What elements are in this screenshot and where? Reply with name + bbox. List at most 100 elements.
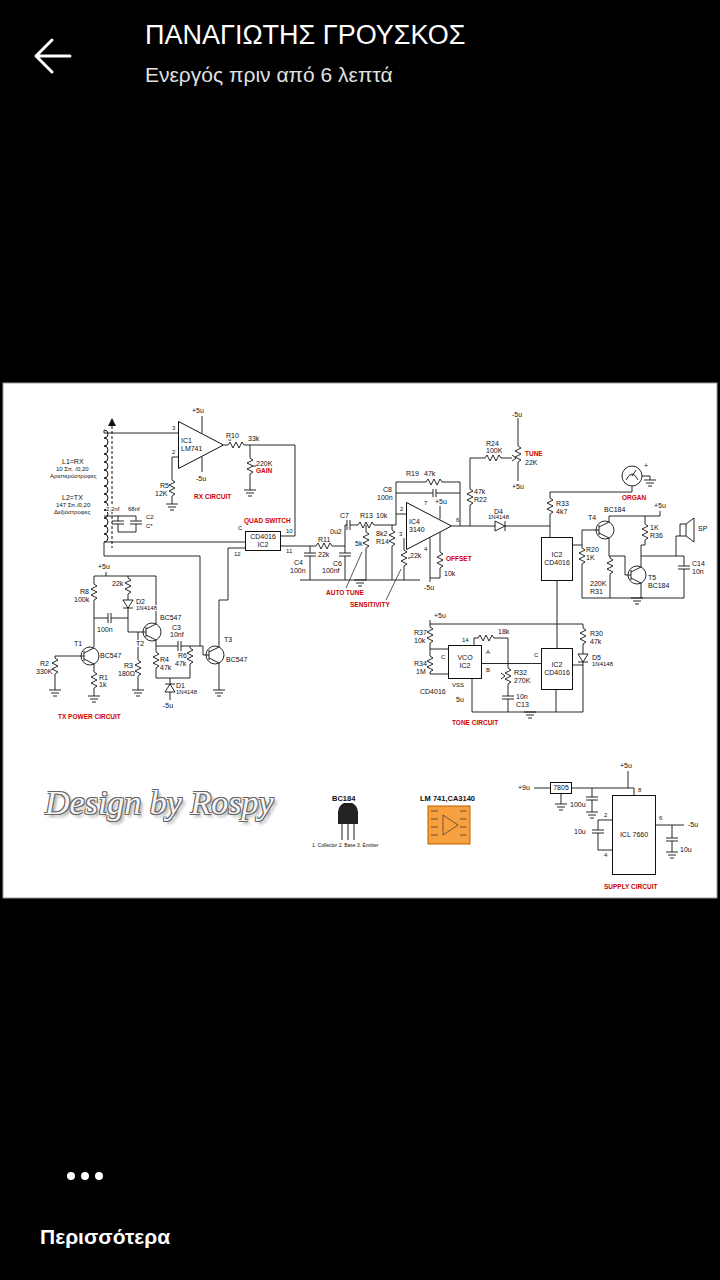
part-label: 5u bbox=[456, 696, 464, 703]
part-label: +5u bbox=[654, 502, 666, 509]
core-arrow bbox=[108, 418, 116, 426]
node-text: IC2 bbox=[552, 551, 563, 559]
part-label: T2 bbox=[136, 640, 144, 647]
part-label: 270K bbox=[514, 677, 530, 684]
pin-label: 8 bbox=[638, 787, 641, 793]
part-label: -5u bbox=[196, 475, 206, 482]
part-label: R30 bbox=[590, 630, 603, 637]
pin-label: 14 bbox=[462, 637, 469, 643]
ic-box: 7805 bbox=[550, 782, 572, 794]
part-label: R36 bbox=[650, 532, 663, 539]
pin-label: C bbox=[534, 652, 538, 658]
part-label: 8k2 bbox=[376, 530, 387, 537]
section-label: TX POWER CIRCUIT bbox=[58, 714, 121, 721]
pin-label: 2 bbox=[172, 449, 175, 455]
part-label: BC547 bbox=[226, 656, 247, 663]
part-label: BC184 bbox=[648, 582, 669, 589]
coil-symbol bbox=[104, 430, 108, 542]
part-label: L1=RX bbox=[62, 458, 84, 465]
node-text: 7805 bbox=[553, 784, 569, 792]
node-text: CD4016 bbox=[250, 533, 276, 541]
pin-label: Δεξιόστροφες bbox=[54, 509, 90, 515]
pin-label: C* bbox=[146, 523, 153, 529]
part-label: 47k bbox=[175, 660, 186, 667]
part-label: +5u bbox=[98, 563, 110, 570]
pin-label: 6 bbox=[659, 815, 662, 821]
pin-label: 6 bbox=[456, 517, 459, 523]
pin-label: 147 Σπ./0,20 bbox=[56, 502, 90, 508]
part-label: 10u bbox=[574, 828, 586, 835]
part-label: 22k bbox=[112, 580, 123, 587]
filter-wires bbox=[281, 418, 550, 582]
node-text: IC4 bbox=[409, 518, 420, 526]
part-label: R20 bbox=[586, 546, 599, 553]
pin-label: 1N4148 bbox=[592, 661, 613, 667]
part-label: 100n bbox=[377, 494, 393, 501]
part-label: C6 bbox=[333, 560, 342, 567]
opamp-triangle: IC1LM741 bbox=[178, 421, 224, 469]
pin-label: C2 bbox=[146, 514, 154, 520]
pin-label: 2 bbox=[604, 812, 607, 818]
part-label: D5 bbox=[592, 654, 601, 661]
part-label: C8 bbox=[383, 486, 392, 493]
part-label: R24 bbox=[486, 440, 499, 447]
pin-label: 68nf bbox=[128, 506, 140, 512]
part-label: 1M bbox=[416, 668, 426, 675]
pin-legend: 1. Collector 2. Base 3. Emitter bbox=[312, 843, 378, 848]
part-label: 1K bbox=[586, 554, 595, 561]
part-label: -5u bbox=[512, 411, 522, 418]
part-label: D2 bbox=[136, 598, 145, 605]
part-label: BC547 bbox=[160, 614, 181, 621]
transistor-legs bbox=[342, 824, 354, 840]
part-label: R33 bbox=[556, 500, 569, 507]
node-text: ICL 7660 bbox=[620, 831, 648, 839]
part-label: 330K bbox=[36, 668, 52, 675]
node-text: IC2 bbox=[460, 662, 471, 670]
section-label: OFFSET bbox=[446, 556, 472, 563]
part-label: 100n bbox=[97, 626, 113, 633]
part-label: R3 bbox=[124, 662, 133, 669]
menu-label: Περισσότερα bbox=[40, 1226, 170, 1247]
section-label: AUTO TUNE bbox=[326, 590, 364, 597]
part-label: 100nf bbox=[322, 567, 340, 574]
part-label: +5u bbox=[620, 762, 632, 769]
part-label: D1 bbox=[176, 682, 185, 689]
part-label: 47k bbox=[590, 638, 601, 645]
part-label: R34 bbox=[414, 660, 427, 667]
part-label: R1 bbox=[99, 674, 108, 681]
pin-label: 7 bbox=[424, 500, 427, 506]
part-label: 47k bbox=[474, 488, 485, 495]
part-label: 100k bbox=[74, 596, 89, 603]
part-label: -5u bbox=[163, 702, 173, 709]
pin-label: 11 bbox=[286, 548, 292, 554]
part-label: R6 bbox=[178, 652, 187, 659]
pin-label: 10 bbox=[286, 528, 293, 534]
part-label: BC184 bbox=[604, 506, 625, 513]
part-label: C4 bbox=[294, 559, 303, 566]
rx-wires bbox=[104, 416, 295, 646]
part-label: T5 bbox=[648, 574, 656, 581]
node-text: 3140 bbox=[409, 526, 425, 534]
pin-label: 2 bbox=[400, 506, 403, 512]
part-label: R8 bbox=[80, 588, 89, 595]
node-text: CD4016 bbox=[544, 559, 570, 567]
part-label: R4 bbox=[160, 656, 169, 663]
part-label: 100u bbox=[570, 801, 586, 808]
part-label: 12K bbox=[155, 490, 167, 497]
chip-pinout-lines bbox=[431, 811, 467, 835]
status-text: Ενεργός πριν από 6 λεπτά bbox=[145, 64, 393, 85]
pin-label: 10 Σπ. /0,20 bbox=[56, 466, 89, 472]
part-label: 47k bbox=[424, 470, 435, 477]
part-label: R14 bbox=[376, 538, 389, 545]
part-label: 10k bbox=[444, 570, 455, 577]
part-label: 22k bbox=[410, 552, 421, 559]
part-label: C13 bbox=[516, 701, 529, 708]
part-label: R19 bbox=[406, 470, 419, 477]
node-text: IC1 bbox=[181, 437, 192, 445]
part-label: 1k bbox=[99, 681, 106, 688]
section-label: ORGAN bbox=[622, 495, 646, 502]
pin-label: Αριστερόστροφες bbox=[50, 473, 97, 479]
schematic-panel bbox=[3, 383, 717, 898]
opamp-outline bbox=[179, 422, 224, 469]
